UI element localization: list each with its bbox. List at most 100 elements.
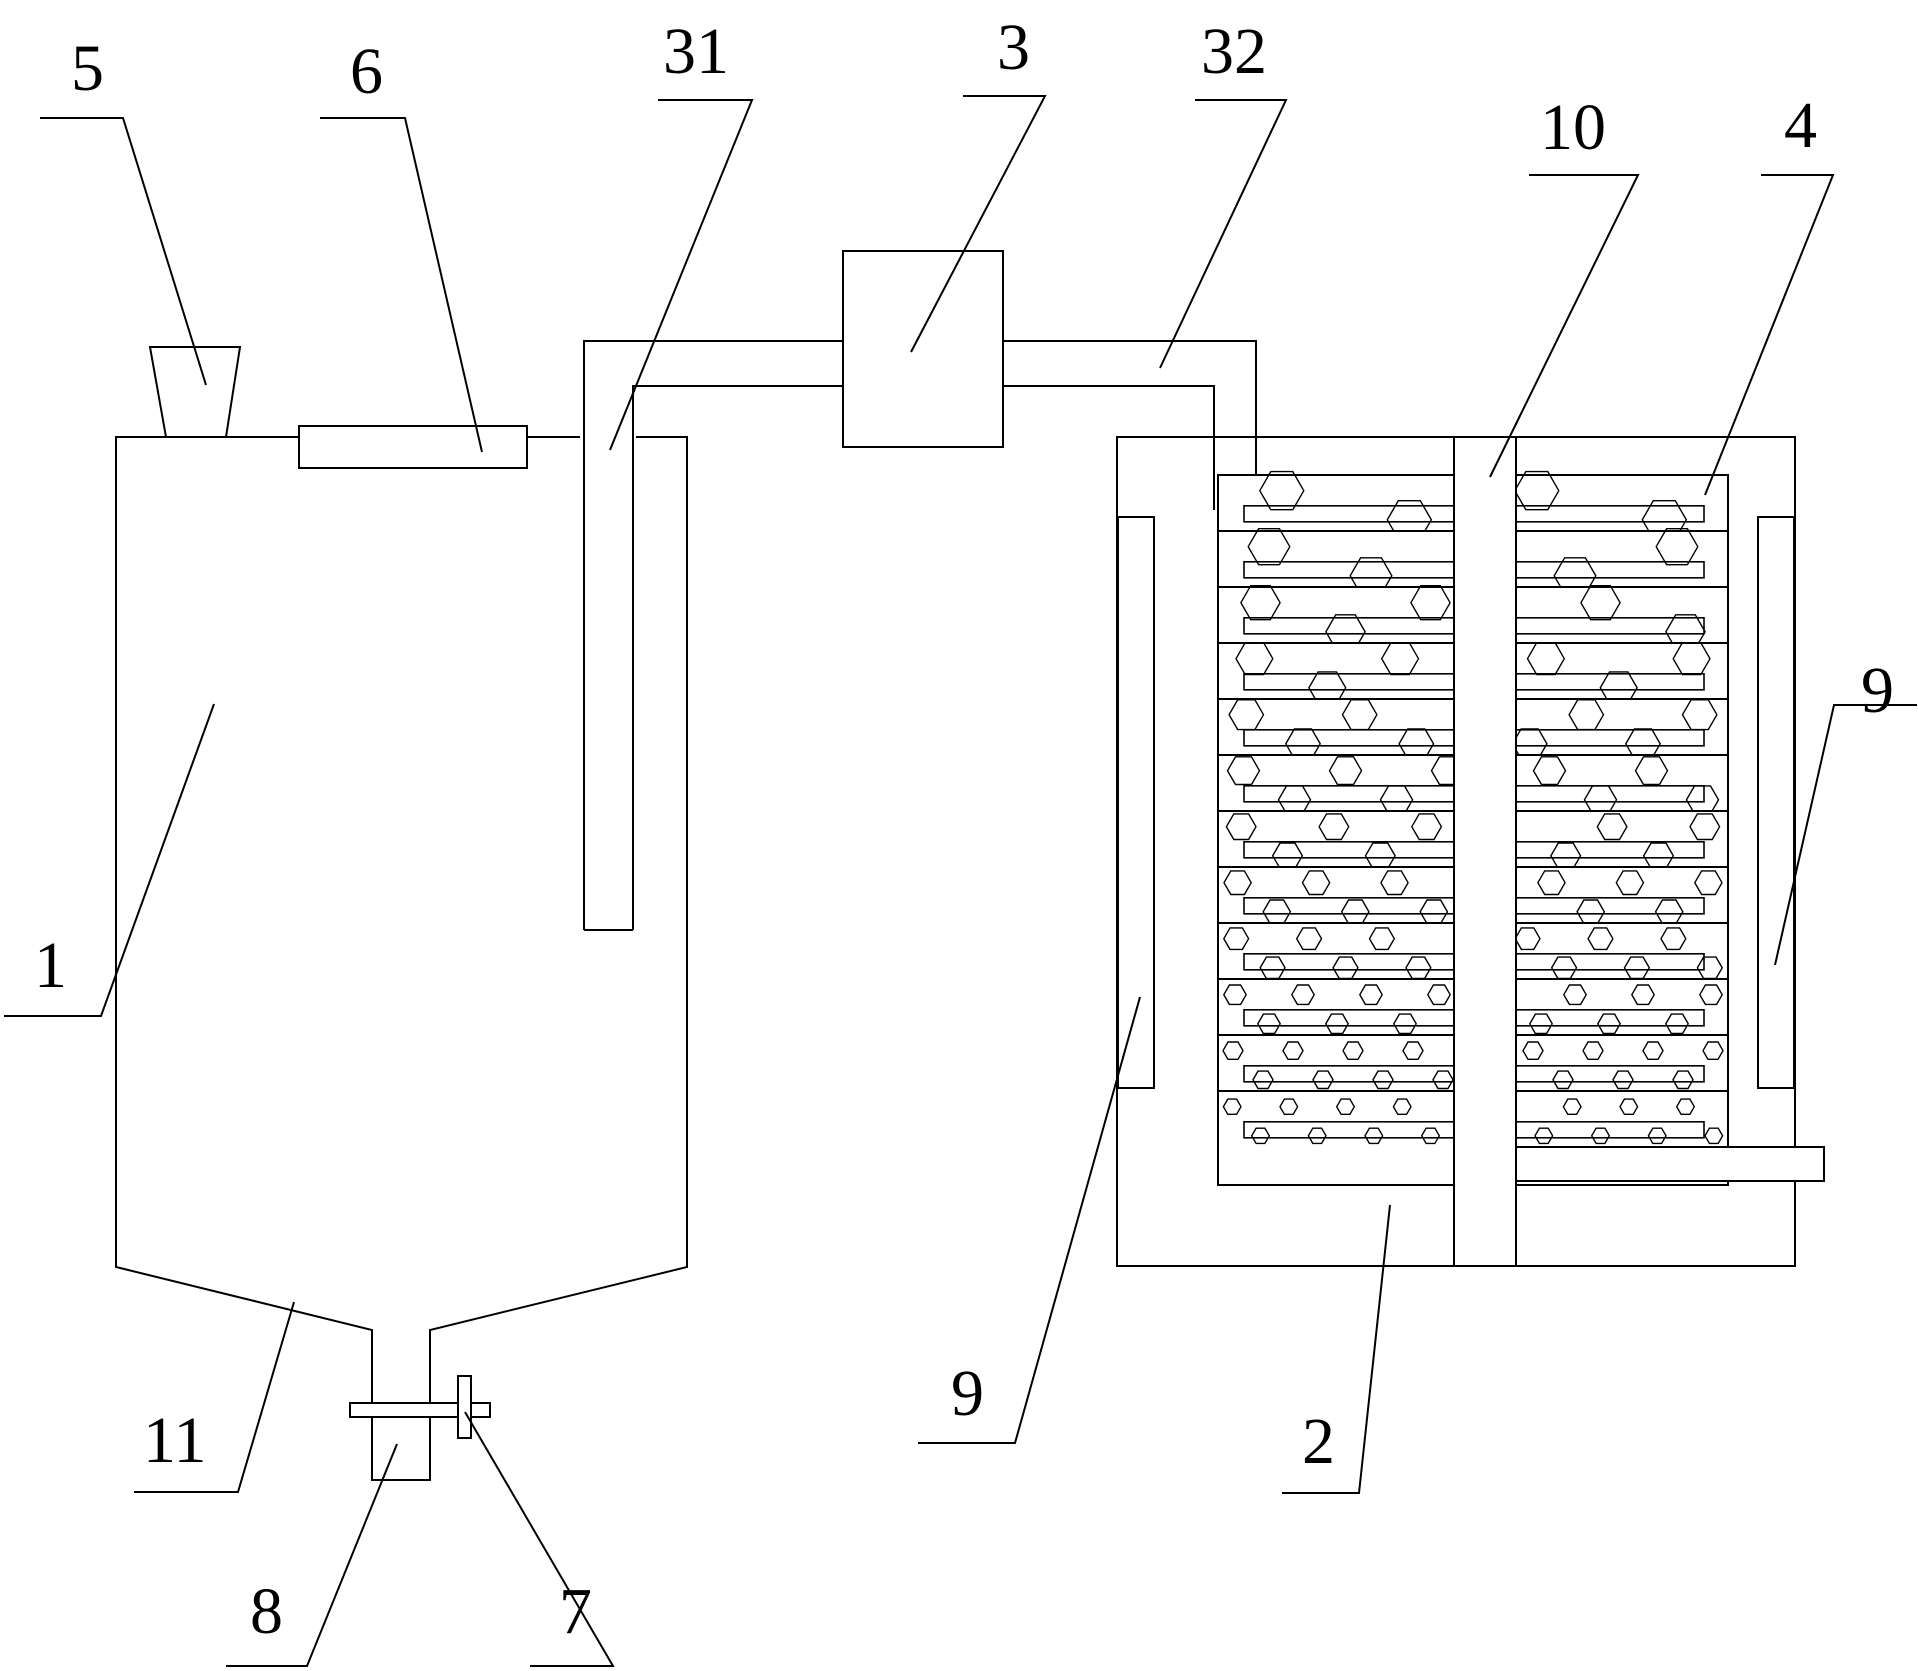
pellet-hexagon xyxy=(1368,927,1396,951)
pellet-hexagon xyxy=(1335,1098,1356,1116)
pellet-hexagon xyxy=(1247,528,1291,566)
pellet-hexagon xyxy=(1282,1041,1304,1061)
pellet-hexagon xyxy=(1301,870,1331,896)
component-labels: 5 6 31 3 32 10 4 9 1 11 9 2 8 7 xyxy=(34,11,1894,1648)
label-4: 4 xyxy=(1784,89,1817,162)
pellet-hexagon xyxy=(1672,1070,1694,1090)
pellet-hexagon xyxy=(1615,870,1645,896)
pipe-31-32 xyxy=(583,340,1257,931)
pellet-hexagon xyxy=(1252,1070,1274,1090)
tank-1 xyxy=(115,436,688,1481)
label-9-left: 9 xyxy=(951,1357,984,1430)
pellet-hexagon xyxy=(1228,699,1265,731)
pellet-hexagon xyxy=(1619,1098,1639,1116)
pellet-hexagon xyxy=(1693,870,1723,896)
pellet-hexagon xyxy=(1380,870,1409,896)
pellet-hexagon xyxy=(1222,984,1248,1006)
pellet-hexagon xyxy=(1642,1041,1664,1061)
pellet-hexagon xyxy=(1410,585,1451,621)
pellet-hexagon xyxy=(1660,927,1687,951)
pellet-hexagon xyxy=(1522,1041,1544,1061)
pellet-hexagon xyxy=(1392,1013,1418,1035)
pellet-hexagon xyxy=(1596,1013,1622,1035)
label-1: 1 xyxy=(34,929,67,1002)
pellet-hexagon xyxy=(1664,1013,1690,1035)
label-32: 32 xyxy=(1201,15,1267,88)
pellet-hexagon xyxy=(1672,642,1711,676)
pellet-hexagon xyxy=(1582,1041,1604,1061)
label-11: 11 xyxy=(143,1404,207,1477)
pellet-hexagon xyxy=(1279,1098,1299,1116)
pellet-hexagon xyxy=(1225,813,1257,841)
pellet-hexagon xyxy=(1704,1127,1724,1145)
pellet-hexagon xyxy=(1689,813,1721,841)
label-6: 6 xyxy=(350,35,383,108)
pellet-hexagon xyxy=(1222,1041,1244,1061)
pellet-hexagon xyxy=(1534,1127,1554,1145)
label-5: 5 xyxy=(71,32,104,105)
pellet-hexagon xyxy=(1532,756,1567,786)
pellet-hexagon xyxy=(1342,1041,1364,1061)
pellet-hexagon xyxy=(1426,984,1452,1006)
pellet-hexagon xyxy=(1222,1098,1242,1116)
pellet-hexagon xyxy=(1290,984,1316,1006)
pellet-hexagon xyxy=(1341,699,1378,731)
pellet-hexagon xyxy=(1562,1098,1582,1116)
pellet-hexagon xyxy=(1537,870,1566,896)
pellet-hexagon xyxy=(1226,756,1261,786)
pellet-hexagon xyxy=(1528,1013,1554,1035)
pellet-hexagon xyxy=(1596,813,1628,841)
pellet-hexagon xyxy=(1420,1127,1441,1145)
valve-flange xyxy=(349,1402,491,1418)
pellet-hexagon xyxy=(1295,927,1323,951)
pellet-hexagon xyxy=(1612,1070,1634,1090)
pellet-hexagon xyxy=(1568,699,1605,731)
pellet-hexagon xyxy=(1258,470,1305,511)
pellet-hexagon xyxy=(1675,1098,1696,1116)
pellet-hexagon xyxy=(1590,1127,1611,1145)
pellet-hexagon xyxy=(1702,1041,1724,1061)
pellet-hexagon xyxy=(1250,1127,1271,1145)
pellet-hexagon xyxy=(1655,528,1699,566)
pellet-hexagon xyxy=(1698,984,1724,1006)
pellet-hexagon xyxy=(1380,642,1420,676)
pellet-hexagon xyxy=(1324,1013,1350,1035)
pellet-hexagon xyxy=(1328,756,1363,786)
feed-hopper-5 xyxy=(148,346,242,438)
pellet-hexagon xyxy=(1222,927,1250,951)
label-3: 3 xyxy=(997,11,1030,84)
leader-lines xyxy=(4,95,1917,1667)
pellet-hexagon xyxy=(1681,699,1718,731)
pellet-hexagon xyxy=(1364,1127,1384,1145)
pellet-hexagon xyxy=(1630,984,1656,1006)
outlet-tube xyxy=(1515,1146,1825,1182)
pellet-hexagon xyxy=(1256,1013,1282,1035)
pellet-hexagon xyxy=(1647,1127,1667,1145)
valve-handle-7 xyxy=(457,1375,472,1439)
pellet-hexagon xyxy=(1402,1041,1424,1061)
pellet-hexagon xyxy=(1392,1098,1412,1116)
pellet-hexagon xyxy=(1307,1127,1327,1145)
component-6 xyxy=(298,425,528,469)
pellet-hexagon xyxy=(1358,984,1384,1006)
central-shaft-10 xyxy=(1453,436,1517,1267)
label-7: 7 xyxy=(559,1575,592,1648)
pellet-hexagon xyxy=(1580,585,1621,621)
pellet-hexagon xyxy=(1562,984,1588,1006)
pellet-hexagon xyxy=(1410,813,1443,841)
pellet-hexagon xyxy=(1526,642,1566,676)
pellet-hexagon xyxy=(1312,1070,1334,1090)
label-8: 8 xyxy=(250,1575,283,1648)
pellet-hexagon xyxy=(1587,927,1614,951)
label-9-right: 9 xyxy=(1861,654,1894,727)
pellet-hexagon xyxy=(1240,585,1281,621)
pellet-hexagon xyxy=(1318,813,1350,841)
label-31: 31 xyxy=(663,15,729,88)
pellet-hexagon xyxy=(1223,870,1253,896)
heater-9-left xyxy=(1117,516,1155,1089)
device-3 xyxy=(842,250,1004,448)
pellet-hexagon xyxy=(1235,642,1274,676)
label-2: 2 xyxy=(1302,1405,1335,1478)
label-10: 10 xyxy=(1540,91,1606,164)
